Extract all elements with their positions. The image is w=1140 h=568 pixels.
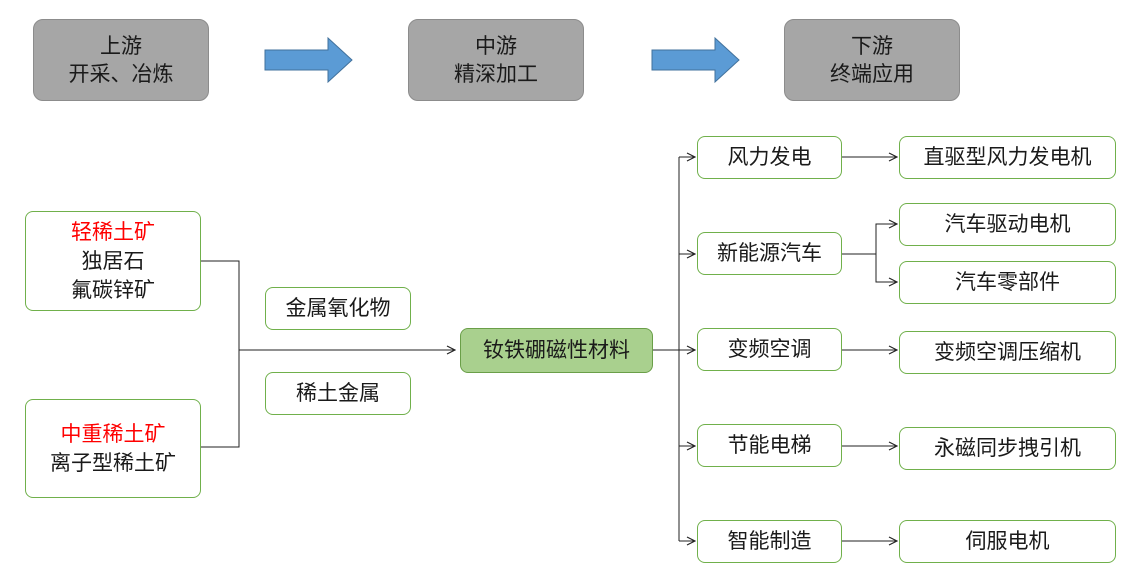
ore-light-title: 轻稀土矿 [71, 219, 155, 244]
ore-light-box: 轻稀土矿 独居石 氟碳锌矿 [25, 211, 201, 311]
application-wind-power: 风力发电 [697, 136, 842, 179]
intermediate-oxide-label: 金属氧化物 [285, 296, 391, 320]
product-compressor: 变频空调压缩机 [899, 331, 1116, 374]
stage-arrow-1-icon [264, 36, 353, 84]
product-auto-parts: 汽车零部件 [899, 261, 1116, 304]
stage-downstream-subtitle: 终端应用 [830, 62, 914, 86]
stage-midstream-title: 中游 [475, 34, 517, 58]
ore-heavy-item-1: 离子型稀土矿 [50, 450, 176, 475]
application-smart-manufacturing-label: 智能制造 [727, 529, 812, 553]
application-elevator: 节能电梯 [697, 424, 842, 467]
intermediate-metal-box: 稀土金属 [265, 372, 411, 415]
stage-upstream-subtitle: 开采、冶炼 [68, 62, 174, 86]
intermediate-metal-label: 稀土金属 [296, 381, 380, 405]
product-servo-motor: 伺服电机 [899, 520, 1116, 563]
stage-arrow-2-icon [651, 36, 740, 84]
application-ev-label: 新能源汽车 [717, 241, 822, 265]
application-inverter-ac-label: 变频空调 [727, 337, 812, 361]
application-elevator-label: 节能电梯 [727, 433, 812, 457]
application-ev: 新能源汽车 [697, 232, 842, 275]
application-wind-power-label: 风力发电 [727, 145, 812, 169]
ore-light-item-2: 氟碳锌矿 [71, 277, 155, 302]
product-traction-machine: 永磁同步拽引机 [899, 427, 1116, 470]
stage-midstream: 中游 精深加工 [408, 19, 584, 101]
product-direct-drive-generator-label: 直驱型风力发电机 [923, 145, 1092, 169]
core-material-label: 钕铁硼磁性材料 [483, 338, 630, 362]
product-drive-motor: 汽车驱动电机 [899, 203, 1116, 246]
ore-heavy-title: 中重稀土矿 [60, 421, 166, 446]
application-inverter-ac: 变频空调 [697, 328, 842, 371]
product-servo-motor-label: 伺服电机 [965, 529, 1050, 553]
intermediate-oxide-box: 金属氧化物 [265, 287, 411, 330]
product-traction-machine-label: 永磁同步拽引机 [934, 436, 1081, 460]
stage-upstream: 上游 开采、冶炼 [33, 19, 209, 101]
product-direct-drive-generator: 直驱型风力发电机 [899, 136, 1116, 179]
ore-heavy-box: 中重稀土矿 离子型稀土矿 [25, 399, 201, 498]
stage-downstream-title: 下游 [851, 34, 893, 58]
stage-upstream-title: 上游 [100, 34, 142, 58]
product-drive-motor-label: 汽车驱动电机 [944, 212, 1071, 236]
product-auto-parts-label: 汽车零部件 [955, 270, 1060, 294]
stage-downstream: 下游 终端应用 [784, 19, 960, 101]
product-compressor-label: 变频空调压缩机 [934, 340, 1081, 364]
stage-midstream-subtitle: 精深加工 [454, 62, 538, 86]
application-smart-manufacturing: 智能制造 [697, 520, 842, 563]
ore-light-item-1: 独居石 [81, 248, 145, 273]
core-material-box: 钕铁硼磁性材料 [460, 328, 653, 373]
